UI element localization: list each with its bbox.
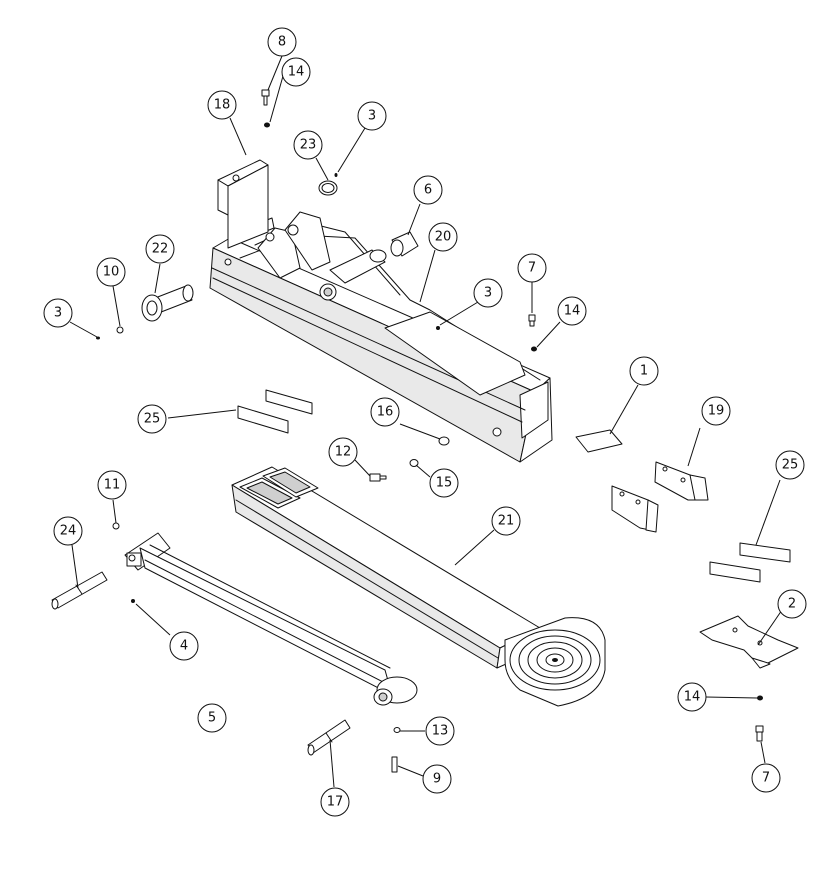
callout-13: 13: [425, 716, 455, 746]
svg-text:10: 10: [103, 265, 120, 280]
callout-7: 7: [751, 763, 781, 793]
svg-text:14: 14: [288, 65, 305, 80]
leader-lines: [69, 55, 783, 788]
svg-text:2: 2: [788, 597, 796, 612]
callout-21: 21: [491, 506, 521, 536]
svg-text:4: 4: [180, 639, 188, 654]
svg-text:12: 12: [335, 445, 352, 460]
main-housing: [209, 211, 553, 463]
plate-1: [575, 429, 623, 453]
svg-text:9: 9: [433, 772, 441, 787]
lower-arm: [231, 466, 541, 669]
svg-text:20: 20: [435, 230, 452, 245]
callout-3: 3: [473, 278, 503, 308]
svg-text:13: 13: [432, 724, 449, 739]
svg-text:3: 3: [484, 286, 492, 301]
callout-5: 5: [197, 703, 227, 733]
svg-text:25: 25: [144, 412, 161, 427]
callout-15: 15: [429, 468, 459, 498]
svg-text:14: 14: [564, 304, 581, 319]
svg-text:16: 16: [377, 405, 394, 420]
svg-text:5: 5: [208, 711, 216, 726]
callout-2: 2: [777, 589, 807, 619]
svg-text:7: 7: [762, 771, 770, 786]
svg-text:14: 14: [684, 690, 701, 705]
svg-text:1: 1: [640, 364, 648, 379]
plate-2: [699, 615, 799, 669]
callout-4: 4: [169, 631, 199, 661]
bracket-19: [654, 461, 709, 501]
hydraulic-cylinder: [124, 532, 418, 706]
svg-text:15: 15: [436, 476, 453, 491]
svg-text:7: 7: [528, 261, 536, 276]
callout-3: 3: [357, 101, 387, 131]
svg-text:11: 11: [104, 478, 121, 493]
callout-23: 23: [293, 130, 323, 160]
foot-pad: [504, 617, 606, 707]
callout-20: 20: [428, 222, 458, 252]
callout-18: 18: [207, 90, 237, 120]
callout-22: 22: [145, 234, 175, 264]
small-hardware-lower: [51, 436, 764, 773]
bracket-lower: [611, 485, 659, 533]
callout-8: 8: [267, 27, 297, 57]
svg-text:21: 21: [498, 514, 515, 529]
callout-14: 14: [281, 57, 311, 87]
svg-text:19: 19: [708, 404, 725, 419]
svg-text:3: 3: [54, 306, 62, 321]
callout-12: 12: [328, 437, 358, 467]
callout-14: 14: [677, 682, 707, 712]
callout-3: 3: [43, 298, 73, 328]
svg-text:22: 22: [152, 242, 169, 257]
callout-19: 19: [701, 396, 731, 426]
callout-17: 17: [320, 787, 350, 817]
svg-text:25: 25: [782, 458, 799, 473]
callout-1: 1: [629, 356, 659, 386]
bracket-18: [217, 159, 269, 249]
callouts: 8 14 18 3 23 6 20 22 10 3 7 3 14 1 19 25…: [43, 27, 807, 817]
svg-text:6: 6: [424, 183, 432, 198]
callout-7: 7: [517, 253, 547, 283]
pads-25-right: [709, 542, 791, 583]
svg-text:17: 17: [327, 795, 344, 810]
callout-11: 11: [97, 470, 127, 500]
callout-16: 16: [370, 397, 400, 427]
callout-25: 25: [775, 450, 805, 480]
svg-text:3: 3: [368, 109, 376, 124]
callout-9: 9: [422, 764, 452, 794]
callout-10: 10: [96, 257, 126, 287]
pads-25-left: [237, 389, 313, 434]
callout-24: 24: [53, 516, 83, 546]
svg-text:23: 23: [300, 138, 317, 153]
callout-25: 25: [137, 404, 167, 434]
callout-6: 6: [413, 175, 443, 205]
svg-text:8: 8: [278, 35, 286, 50]
small-hardware: [96, 89, 537, 352]
svg-text:24: 24: [60, 524, 77, 539]
callout-14: 14: [557, 296, 587, 326]
svg-text:18: 18: [214, 98, 231, 113]
